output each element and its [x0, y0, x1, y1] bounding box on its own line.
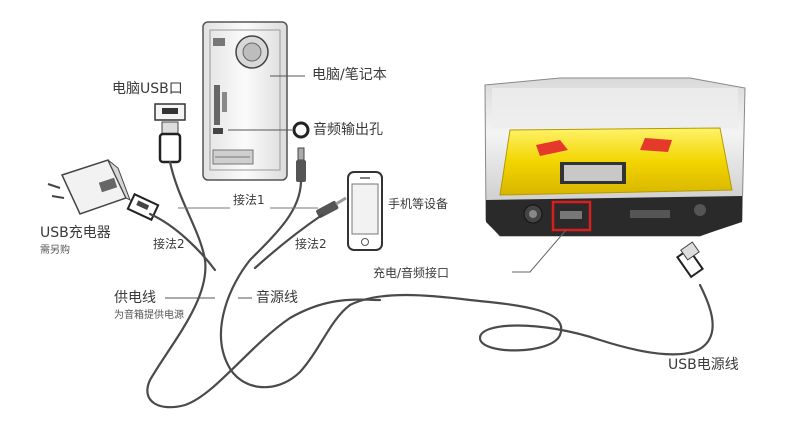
usb-charger-label: USB充电器: [40, 225, 111, 241]
power-cable-label: 供电线: [114, 290, 156, 306]
charge-audio-port-label: 充电/音频接口: [373, 266, 450, 280]
usb-charger-note: 需另购: [40, 245, 70, 256]
usb-power-cable-label: USB电源线: [668, 357, 739, 373]
cables: [146, 160, 714, 409]
phone-audio-plug-icon: [316, 196, 347, 218]
phone-devices-label: 手机等设备: [388, 197, 449, 211]
computer-label: 电脑/笔记本: [312, 67, 387, 83]
audio-plug-icon: [296, 147, 306, 182]
computer-tower-icon: [202, 21, 288, 181]
method2-left-label: 接法2: [153, 237, 185, 251]
phone-icon: [347, 171, 383, 251]
audio-jack-icon: [292, 121, 310, 139]
usb-charger-icon: [47, 159, 131, 215]
method2-right-label: 接法2: [295, 237, 327, 251]
power-cable-note: 为音箱提供电源: [114, 310, 184, 321]
audio-cable-label: 音源线: [256, 290, 298, 306]
audio-out-jack-label: 音频输出孔: [313, 122, 383, 138]
usb-power-plug-icon: [675, 241, 705, 279]
usb-plug-icon: [154, 103, 186, 164]
port-leader-line: [512, 229, 567, 273]
car-speaker-image: [484, 77, 746, 237]
computer-usb-port-label: 电脑USB口: [112, 81, 183, 97]
port-highlight-box: [551, 200, 592, 232]
method1-label: 接法1: [233, 193, 265, 207]
